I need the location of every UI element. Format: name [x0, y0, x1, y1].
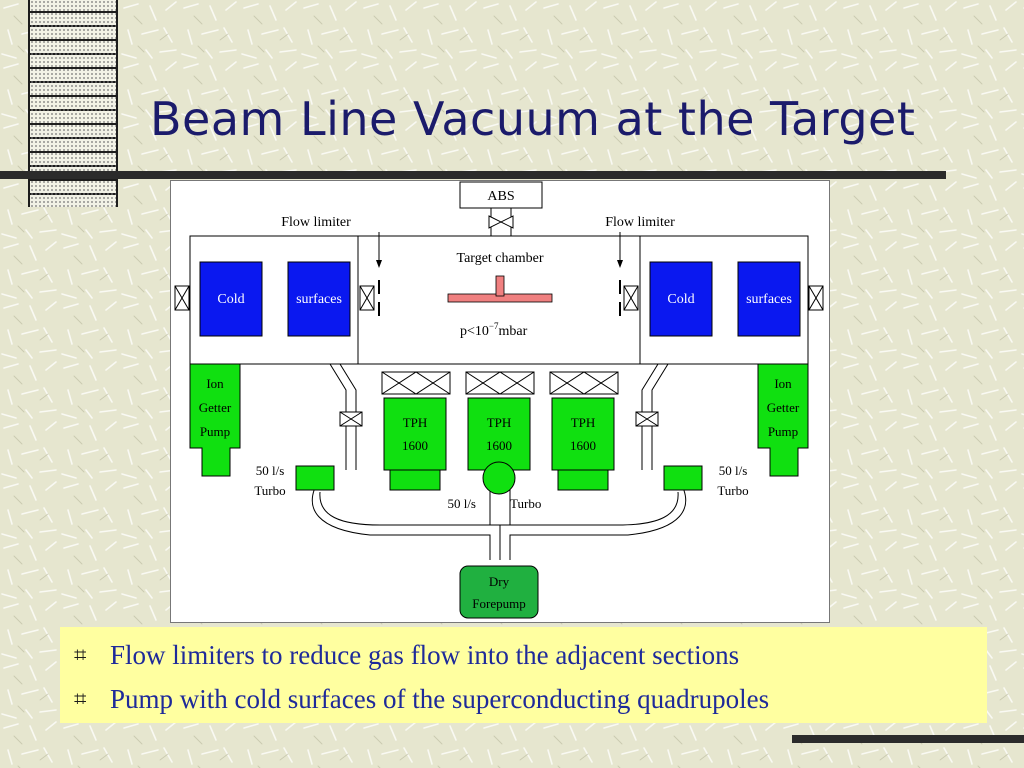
cold-surface-right-1: [649, 261, 713, 337]
cold-label-right: Cold: [667, 292, 694, 307]
abs-box: [459, 181, 543, 209]
right-inner-valve: [623, 285, 639, 311]
target-chamber-label: Target chamber: [457, 251, 544, 266]
forepump-line1: Dry: [489, 574, 510, 589]
cold-label-left: Cold: [217, 292, 244, 307]
right-turbo-pump: [663, 465, 703, 491]
center-turbo-label: Turbo: [510, 496, 541, 511]
left-end-valve: [174, 285, 190, 311]
tph-pump-2: [467, 397, 531, 471]
tph1-line1: TPH: [403, 415, 428, 430]
right-turbo-valve: [635, 411, 659, 427]
forepump-line2: Forepump: [472, 596, 525, 611]
tph3-line1: TPH: [571, 415, 596, 430]
center-turbo-rate: 50 l/s: [447, 496, 476, 511]
left-turbo-valve: [339, 411, 363, 427]
bullet-text: Pump with cold surfaces of the supercond…: [110, 683, 770, 714]
tph1-line2: 1600: [402, 438, 428, 453]
ion-left-line3: Pump: [200, 424, 230, 439]
left-turbo-label: Turbo: [254, 483, 285, 498]
right-turbo-rate: 50 l/s: [719, 463, 748, 478]
tph2-line2: 1600: [486, 438, 512, 453]
tph-pump-3: [551, 397, 615, 491]
cold-surface-right-2: [737, 261, 801, 337]
abs-label: ABS: [487, 189, 514, 204]
top-rule: [0, 171, 946, 179]
pressure-label: p<10−7mbar: [460, 321, 528, 339]
cold-surface-left-2: [287, 261, 351, 337]
ion-getter-pump-left: [189, 363, 241, 477]
ion-left-line1: Ion: [206, 376, 224, 391]
tph-valves: [381, 371, 619, 395]
right-turbo-label: Turbo: [717, 483, 748, 498]
bullet-marker-icon: ⌗: [74, 642, 87, 668]
bullet-marker-icon: ⌗: [74, 686, 87, 712]
abs-valve: [488, 215, 514, 229]
bullet-list: ⌗ Flow limiters to reduce gas flow into …: [60, 627, 987, 723]
left-turbo-pump: [295, 465, 335, 491]
ion-left-line2: Getter: [199, 400, 232, 415]
right-end-valve: [808, 285, 824, 311]
ion-right-line1: Ion: [774, 376, 792, 391]
surfaces-label-right: surfaces: [746, 292, 792, 307]
dry-forepump: [459, 565, 539, 619]
tph2-line1: TPH: [487, 415, 512, 430]
left-turbo-rate: 50 l/s: [256, 463, 285, 478]
pipework: [311, 363, 687, 560]
target: [447, 275, 553, 303]
flow-limiter-left-label: Flow limiter: [281, 215, 351, 230]
surfaces-label-left: surfaces: [296, 292, 342, 307]
bullet-text: Flow limiters to reduce gas flow into th…: [110, 639, 740, 670]
center-turbo-pump: [482, 461, 516, 495]
ion-right-line3: Pump: [768, 424, 798, 439]
ion-right-line2: Getter: [767, 400, 800, 415]
vacuum-diagram: ABS Cold surfaces Cold surfaces Flow lim…: [170, 180, 830, 623]
bullet-item: ⌗ Pump with cold surfaces of the superco…: [74, 677, 987, 721]
ion-getter-pump-right: [757, 363, 809, 477]
bottom-rule: [792, 735, 1024, 743]
slide-title: Beam Line Vacuum at the Target: [150, 92, 916, 146]
bullet-item: ⌗ Flow limiters to reduce gas flow into …: [74, 633, 987, 677]
left-inner-valve: [359, 285, 375, 311]
tph3-line2: 1600: [570, 438, 596, 453]
flow-limiter-right-label: Flow limiter: [605, 215, 675, 230]
cold-surface-left-1: [199, 261, 263, 337]
tph-pump-1: [383, 397, 447, 491]
